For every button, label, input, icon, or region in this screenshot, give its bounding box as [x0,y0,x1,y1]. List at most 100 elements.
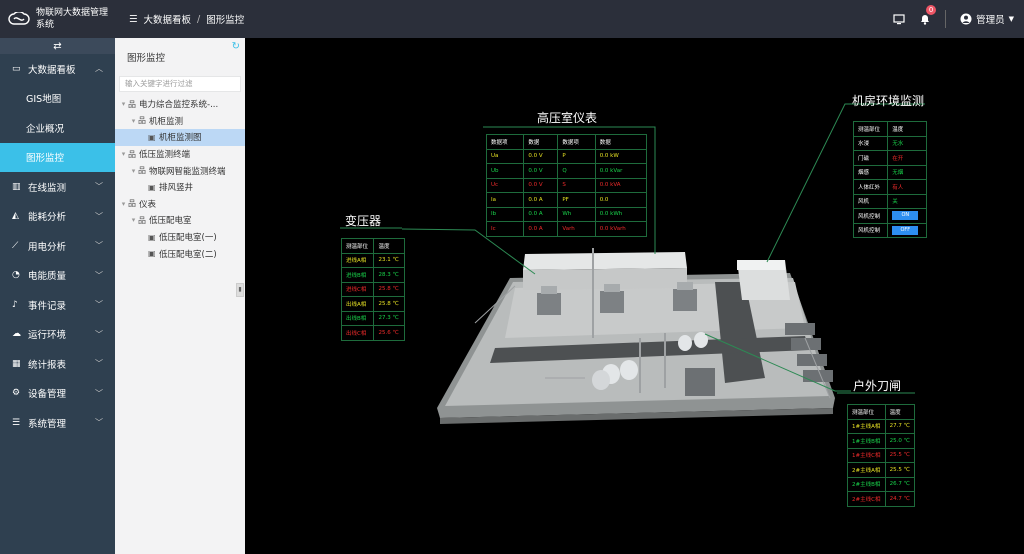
sidebar-item-dashboard[interactable]: ▭ 大数据看板 ︿ [0,54,115,84]
tree-node-label: 电力综合监控系统-... [139,100,219,111]
tree-node-label: 低压配电室(二) [159,249,217,260]
breadcrumb-item-dashboard[interactable]: 大数据看板 [143,15,192,26]
caret-down-icon[interactable]: ▾ [121,150,126,159]
sidebar-item-power-quality[interactable]: ◔ 电能质量 ﹀ [0,261,115,291]
user-menu[interactable]: 管理员 ▼ [960,12,1014,26]
chevron-down-icon: ﹀ [95,241,103,251]
sidebar-item-label: 系统管理 [28,418,67,430]
table-row: 水浸无水 [852,135,927,151]
caret-down-icon[interactable]: ▾ [131,216,136,225]
table-cell: 28.3 ℃ [373,267,405,283]
sidebar-item-label: 能耗分析 [28,212,67,224]
tree-panel-title: 图形监控 ↻ [115,38,245,76]
sidebar-item-system-manage[interactable]: ☰ 系统管理 ﹀ [0,408,115,438]
table-cell: 26.7 ℃ [884,476,916,492]
table-cell: 进线B相 [340,267,375,283]
tree-node[interactable]: ▣机柜监测图 [115,129,245,146]
caret-down-icon[interactable]: ▾ [131,116,136,125]
tree-node-label: 机柜监测图 [159,133,202,144]
sidebar-item-graphic-monitor[interactable]: 图形监控 [0,142,115,172]
table-cell: Uc [485,177,525,193]
tree-node[interactable]: ▣低压配电室(二) [115,245,245,262]
sidebar-item-reports[interactable]: ▦ 统计报表 ﹀ [0,349,115,379]
tree-node[interactable]: ▣低压配电室(一) [115,229,245,246]
table-cell: 烟感 [852,164,889,180]
tree-node[interactable]: ▾品机柜监测 [115,113,245,130]
table-cell: 风机控制 [852,208,889,224]
caret-down-icon[interactable]: ▾ [131,166,136,175]
tree-node[interactable]: ▾品电力综合监控系统-... [115,96,245,113]
sidebar-item-run-environment[interactable]: ☁ 运行环境 ﹀ [0,320,115,350]
fan-control-off-button[interactable]: OFF [892,225,919,235]
table-row: 烟感无烟 [852,164,927,180]
table-header-row: 数据项数据数据项数据 [485,134,648,150]
sidebar-item-label: 在线监测 [28,182,67,194]
table-cell: Varh [557,221,596,237]
notification-button[interactable]: 0 [919,5,937,25]
table-header-cell: 数据 [523,134,559,150]
tree-node[interactable]: ▾品低压配电室 [115,212,245,229]
table-header-cell: 温度 [887,121,927,137]
tree-node[interactable]: ▾品仪表 [115,196,245,213]
sidebar-item-label: 用电分析 [28,241,67,253]
sidebar-item-label: 电能质量 [28,271,67,283]
sidebar-toggle-button[interactable]: ⇄ [0,38,115,54]
sidebar-item-energy-analysis[interactable]: ◭ 能耗分析 ﹀ [0,202,115,232]
sidebar-item-power-analysis[interactable]: ⟋ 用电分析 ﹀ [0,231,115,261]
table-cell: 0.0 [594,192,648,208]
table-cell: 进线C相 [340,281,375,297]
sidebar-item-label: 图形监控 [26,153,65,165]
chevron-down-icon: ﹀ [95,329,103,339]
table-cell: 27.3 ℃ [373,310,405,326]
table-cell: 25.0 ℃ [884,433,916,449]
caret-down-icon[interactable]: ▾ [121,100,126,109]
sidebar-item-company-overview[interactable]: 企业概况 [0,113,115,143]
list-icon: ☰ [129,13,138,25]
tree-node-label: 排风竖井 [159,183,194,194]
table-cell: 0.0 A [523,206,559,222]
calculator-icon: ▦ [12,358,21,369]
line-chart-icon: ⟋ [12,240,19,251]
sidebar-item-gis-map[interactable]: GIS地图 [0,84,115,114]
table-cell: Ib [485,206,525,222]
tree-panel: 图形监控 ↻ 输入关键字进行过滤 ▾品电力综合监控系统-...▾品机柜监测▣机柜… [115,38,245,554]
table-row: 风机关 [852,193,927,209]
panel-splitter-handle[interactable]: ▮ [236,283,244,297]
tree-node[interactable]: ▾品低压监测终端 [115,146,245,163]
table-header-cell: 测温部位 [340,238,375,254]
sidebar-item-device-manage[interactable]: ⚙ 设备管理 ﹀ [0,379,115,409]
chevron-up-icon: ︿ [95,64,103,74]
top-header: 物联网大数据管理 系统 ☰ 大数据看板 / 图形监控 0 [0,0,1024,38]
caret-down-icon[interactable]: ▾ [121,199,126,208]
table-cell: 25.8 ℃ [373,296,405,312]
user-avatar-icon [960,13,972,25]
tree-node[interactable]: ▾品物联网智能监测终端 [115,162,245,179]
sidebar-item-label: 企业概况 [26,123,65,135]
table-header-cell: 数据项 [557,134,596,150]
table-cell: 1#主线C相 [847,447,886,463]
table-cell: 2#主线C相 [847,491,886,507]
fan-control-on-button[interactable]: ON [892,211,919,221]
table-cell: ON [887,208,927,224]
tree-node[interactable]: ▣排风竖井 [115,179,245,196]
table-cell: 出线C相 [340,325,375,341]
table-cell: 进线A相 [340,252,375,268]
fullscreen-monitor-icon[interactable] [893,13,905,25]
sitemap-icon: 品 [138,116,146,126]
machine-room-title: 机房环境监测 [852,94,925,108]
refresh-icon[interactable]: ↻ [231,41,240,52]
table-cell: 0.0 A [523,192,559,208]
logo[interactable]: 物联网大数据管理 系统 [0,0,115,38]
tree-search-input[interactable]: 输入关键字进行过滤 [119,76,241,92]
tree-node-label: 机柜监测 [149,116,184,127]
breadcrumb-item-graphic-monitor: 图形监控 [206,15,245,26]
sidebar-item-event-log[interactable]: ♪ 事件记录 ﹀ [0,290,115,320]
sidebar-item-online-monitor[interactable]: ▥ 在线监测 ﹀ [0,172,115,202]
